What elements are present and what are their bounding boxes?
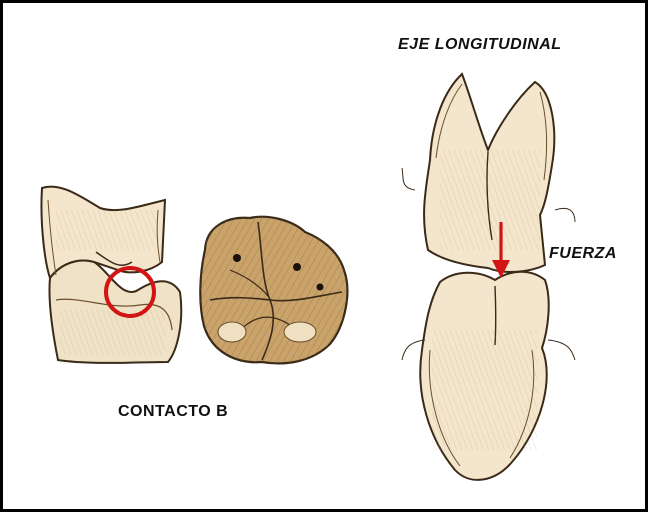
contact-b-side-view: [41, 187, 181, 363]
molar-occlusal-view: [200, 217, 347, 364]
longitudinal-axis-label: EJE LONGITUDINAL: [398, 36, 562, 54]
upper-tooth: [402, 74, 575, 272]
force-label: FUERZA: [549, 245, 617, 263]
contact-b-label: CONTACTO B: [118, 403, 228, 421]
lower-tooth: [402, 272, 575, 480]
